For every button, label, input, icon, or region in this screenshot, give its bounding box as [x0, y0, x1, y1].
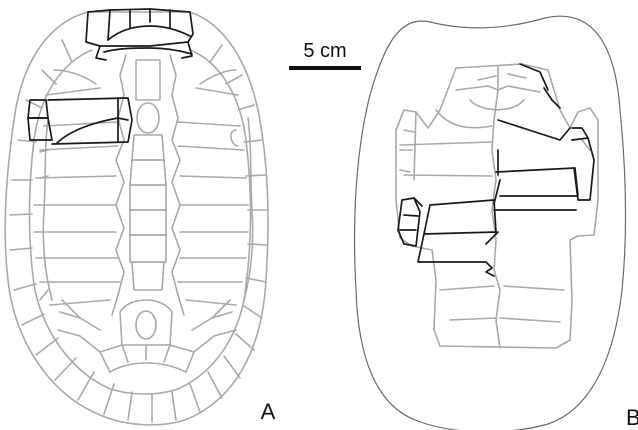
pleural-sutures: [40, 118, 253, 300]
neural-column: [120, 60, 172, 345]
panel-label-a: A: [261, 399, 276, 424]
marginal-sutures: [10, 40, 268, 422]
panel-a-carapace: [5, 9, 268, 425]
marginal-inner-boundary: [30, 50, 251, 394]
scale-bar-label: 5 cm: [303, 40, 346, 62]
preserved-anterior-bones: [86, 9, 193, 60]
panel-b-plastron: [355, 16, 626, 430]
scale-bar: 5 cm: [289, 40, 361, 70]
scale-bar-line: [289, 66, 361, 70]
plastron-shape: [396, 64, 598, 348]
plastron-midline: [492, 66, 500, 348]
panel-label-b: B: [626, 405, 638, 430]
preserved-left-costal: [28, 98, 132, 144]
plastron-outline: [355, 16, 626, 430]
